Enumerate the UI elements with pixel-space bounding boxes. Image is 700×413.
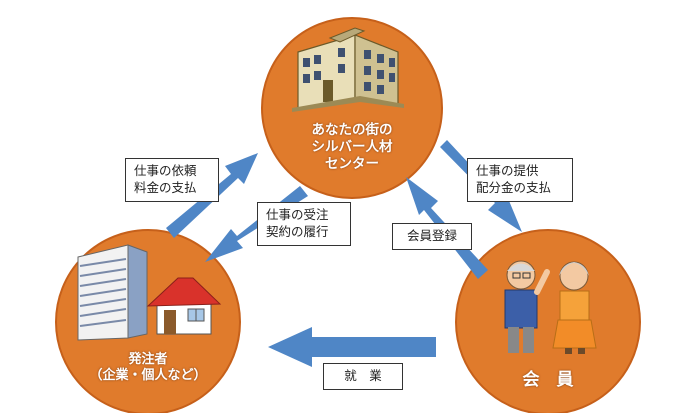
client-title-line: （企業・個人など） bbox=[89, 368, 207, 384]
member-circle bbox=[455, 229, 641, 413]
client-title-line: 発注者 bbox=[128, 352, 168, 367]
elderly-man-icon bbox=[504, 260, 550, 353]
center-title-line: センター bbox=[325, 155, 379, 172]
elderly-woman-icon bbox=[552, 261, 597, 354]
office-building-icon bbox=[77, 244, 148, 341]
center-title-line: シルバー人材 bbox=[311, 138, 393, 155]
arrow-member-to-client bbox=[268, 327, 436, 367]
center-title: あなたの街の シルバー人材 センター bbox=[282, 122, 422, 173]
client-title: 発注者 （企業・個人など） bbox=[68, 352, 228, 385]
label-employment: 就 業 bbox=[323, 363, 403, 390]
label-line: 料金の支払 bbox=[134, 179, 197, 195]
label-line: 仕事の受注 bbox=[266, 207, 329, 222]
label-provide-distribute: 仕事の提供 配分金の支払 bbox=[467, 158, 573, 202]
label-line: 配分金の支払 bbox=[476, 179, 552, 195]
label-order-contract: 仕事の受注 契約の履行 bbox=[257, 202, 351, 246]
label-request-payment: 仕事の依頼 料金の支払 bbox=[125, 158, 219, 202]
building-icon bbox=[292, 27, 404, 112]
house-icon bbox=[146, 277, 222, 335]
member-title: 会 員 bbox=[522, 370, 574, 390]
label-line: 仕事の提供 bbox=[476, 163, 539, 178]
label-line: 就 業 bbox=[344, 368, 382, 383]
center-title-line: あなたの街の bbox=[311, 122, 393, 138]
label-line: 契約の履行 bbox=[266, 223, 329, 239]
label-line: 会員登録 bbox=[406, 228, 457, 243]
label-line: 仕事の依頼 bbox=[134, 163, 197, 178]
label-member-registration: 会員登録 bbox=[392, 223, 472, 250]
